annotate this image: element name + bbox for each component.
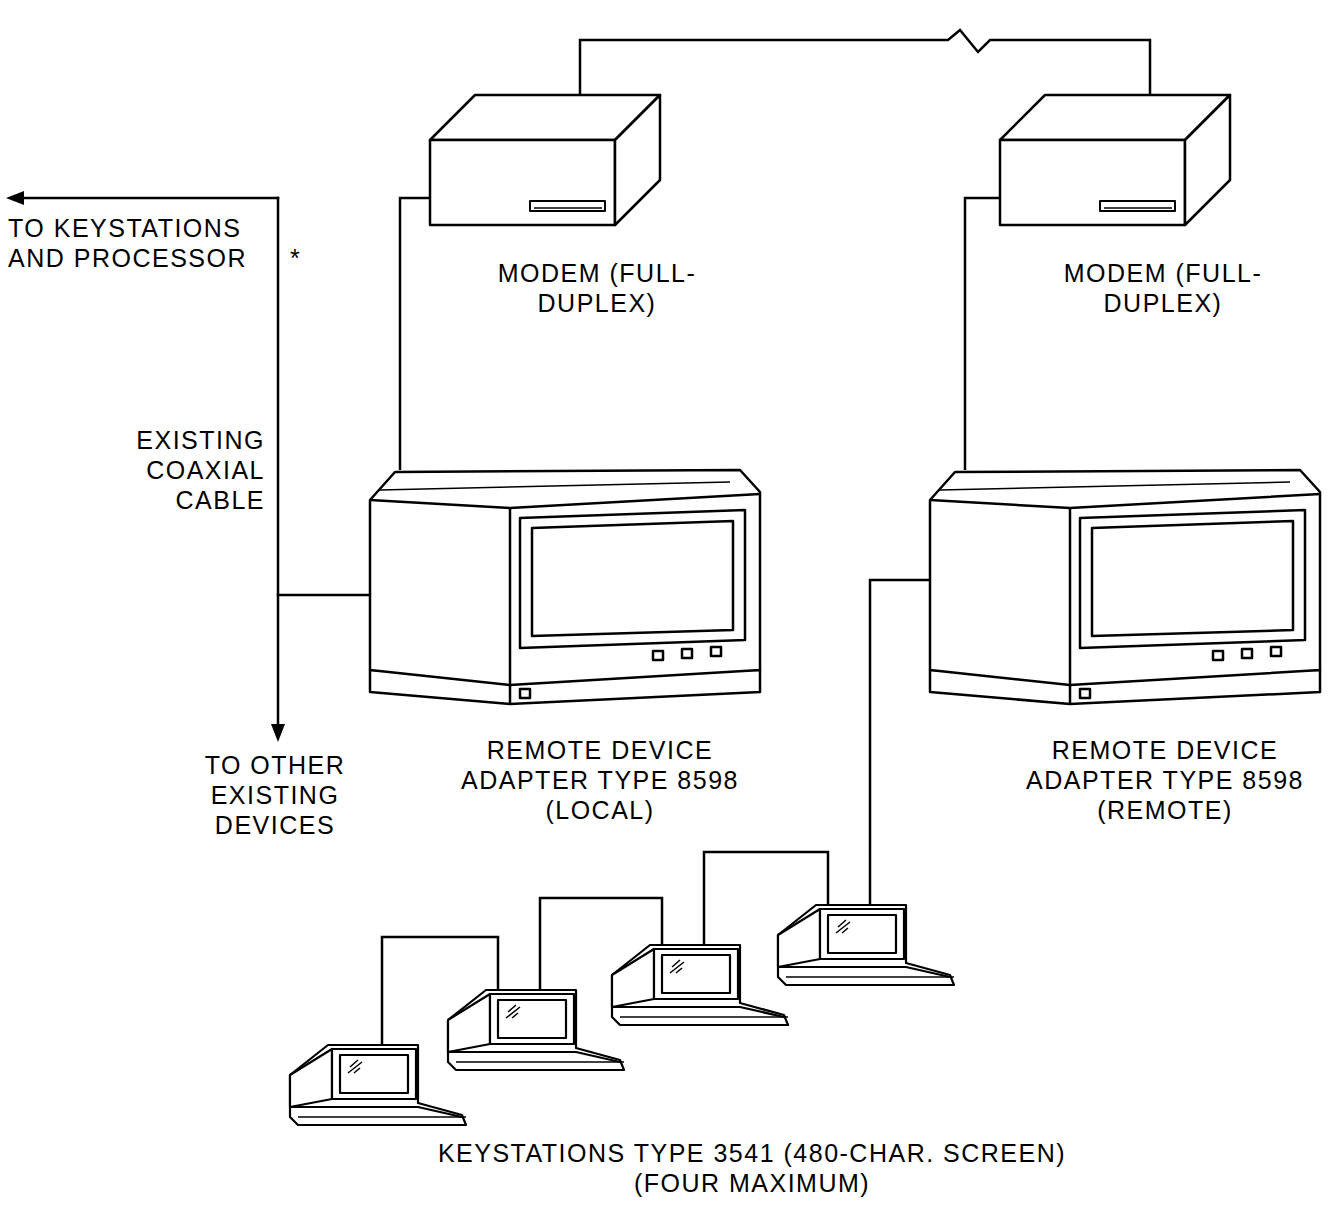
remote-device-adapter: REMOTE DEVICE ADAPTER TYPE 8598 (LOCAL) (370, 470, 760, 829)
keystation-group-drawing (285, 850, 975, 1130)
cable-destination: TO KEYSTATIONS AND PROCESSOR (8, 213, 260, 273)
remote-device-adapter-drawing (930, 470, 1322, 706)
connector-line (400, 198, 430, 470)
modem: MODEM (FULL-DUPLEX) (430, 95, 721, 322)
footnote-mark: * (290, 243, 314, 273)
cable-line (20, 197, 278, 200)
device-label: KEYSTATIONS TYPE 3541 (480-CHAR. SCREEN)… (412, 1138, 1092, 1198)
connector-line (870, 580, 930, 850)
keystation-group: KEYSTATIONS TYPE 3541 (480-CHAR. SCREEN)… (285, 850, 1096, 1202)
remote-device-adapter: REMOTE DEVICE ADAPTER TYPE 8598 (REMOTE) (930, 470, 1320, 829)
device-label: MODEM (FULL-DUPLEX) (477, 258, 717, 318)
device-label: MODEM (FULL-DUPLEX) (1043, 258, 1283, 318)
cable-label: EXISTING COAXIAL CABLE (60, 425, 265, 515)
connector-line (965, 198, 1000, 470)
cable-destination: TO OTHER EXISTING DEVICES (192, 750, 358, 840)
cable-line (277, 198, 280, 728)
device-label: REMOTE DEVICE ADAPTER TYPE 8598 (LOCAL) (450, 735, 750, 825)
modem-drawing (430, 95, 662, 227)
cable-line (278, 594, 371, 597)
modem: MODEM (FULL-DUPLEX) (1000, 95, 1290, 322)
connector-line (580, 30, 1150, 95)
arrow-head (6, 191, 24, 205)
remote-device-adapter-drawing (370, 470, 762, 706)
device-label: REMOTE DEVICE ADAPTER TYPE 8598 (REMOTE) (1015, 735, 1315, 825)
modem-drawing (1000, 95, 1232, 227)
arrow-head (271, 724, 285, 742)
